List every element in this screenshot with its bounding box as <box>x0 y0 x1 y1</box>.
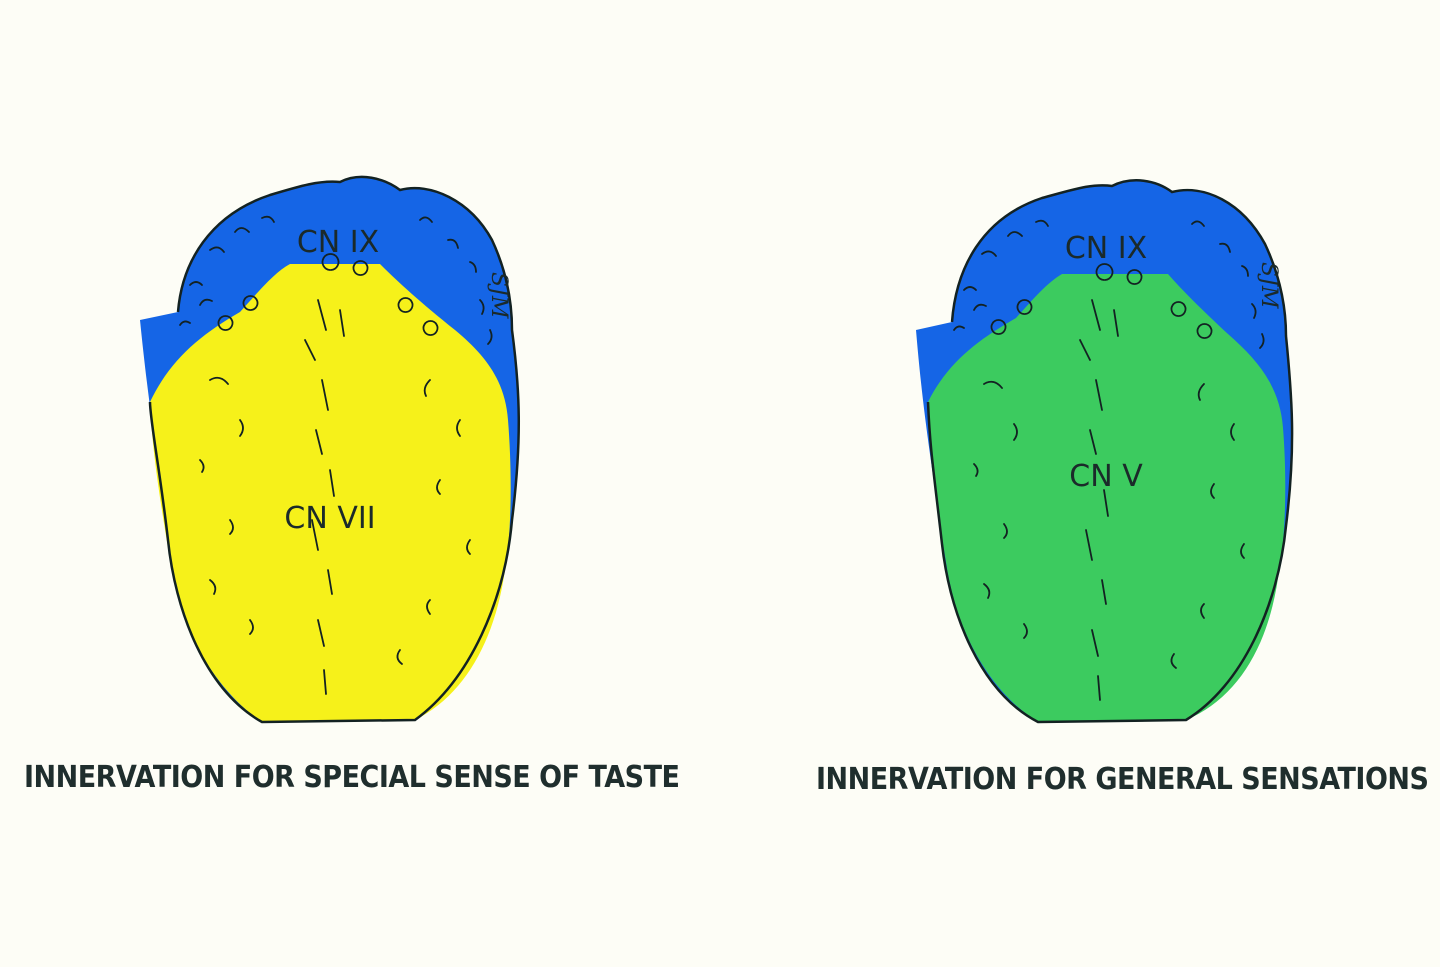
general-texture <box>953 219 1265 701</box>
taste-artist-signature: SJM <box>486 272 511 319</box>
taste-panel: CN IX CN VII SJM INNERVATION FOR SPECIAL… <box>24 175 680 795</box>
taste-caption: INNERVATION FOR SPECIAL SENSE OF TASTE <box>24 760 680 795</box>
general-anterior-region <box>928 274 1286 722</box>
taste-anterior-region <box>150 264 511 722</box>
general-sensation-panel: CN IX CN V SJM INNERVATION FOR GENERAL S… <box>720 0 1440 967</box>
taste-tongue-outline <box>148 175 520 724</box>
taste-tongue-diagram: CN IX CN VII SJM <box>140 175 520 724</box>
taste-cn-ix-label: CN IX <box>297 225 379 260</box>
general-caption: INNERVATION FOR GENERAL SENSATIONS <box>816 762 1429 797</box>
general-cn-ix-label: CN IX <box>1065 231 1147 266</box>
general-tongue-diagram: CN IX CN V SJM <box>916 179 1294 724</box>
general-tongue-outline <box>926 179 1294 724</box>
taste-texture <box>179 215 493 695</box>
taste-cn-vii-label: CN VII <box>284 501 375 536</box>
general-cn-v-label: CN V <box>1069 459 1143 494</box>
general-artist-signature: SJM <box>1256 262 1281 309</box>
